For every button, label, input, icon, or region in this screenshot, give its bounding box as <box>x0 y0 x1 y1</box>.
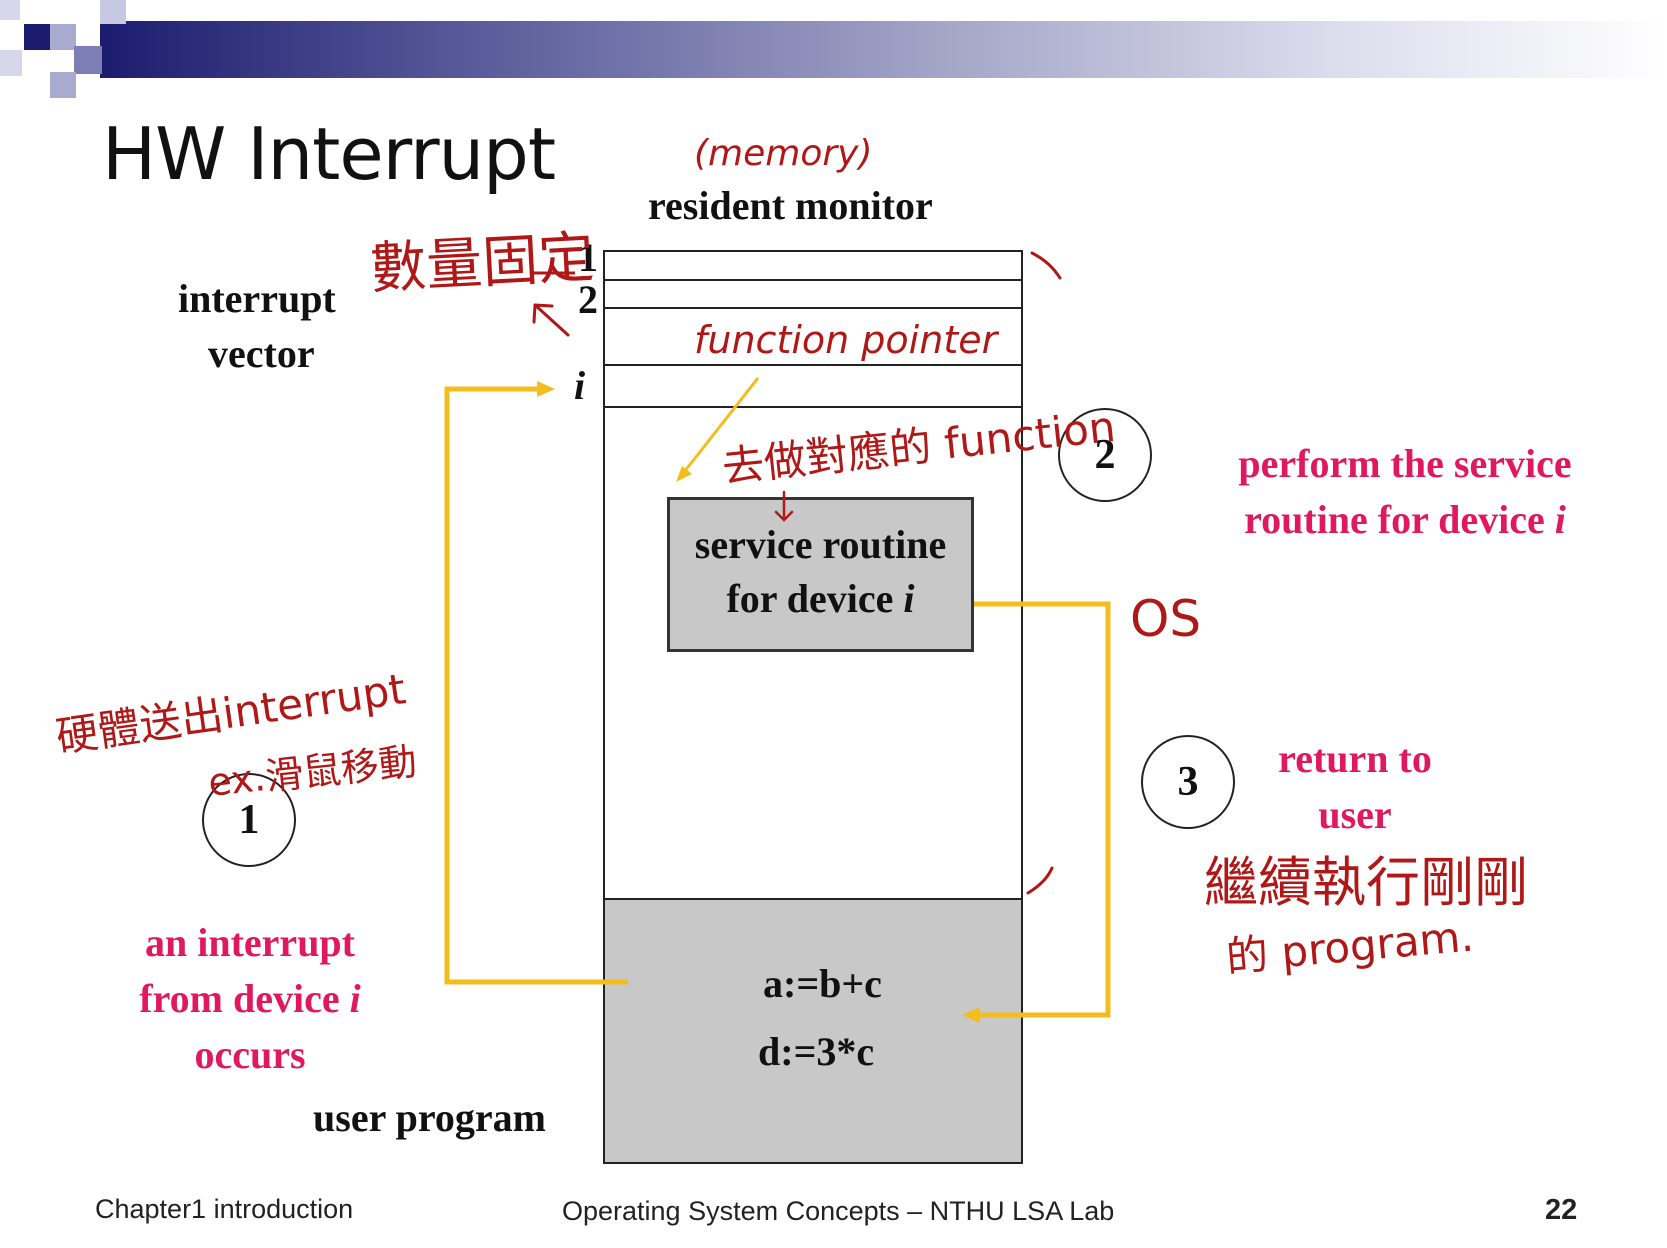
footer-chapter: Chapter1 introduction <box>95 1194 354 1224</box>
step-2-caption-line: perform the service <box>1238 441 1572 486</box>
flow-arrow-interrupt <box>444 386 628 985</box>
vector-divider <box>603 279 1023 281</box>
page-number: 22 <box>1545 1194 1578 1226</box>
resident-monitor-label: resident monitor <box>648 183 933 228</box>
vector-divider <box>603 364 1023 366</box>
banner-square <box>74 46 102 74</box>
step-2-caption-line: routine for device i <box>1244 497 1566 542</box>
step-3-caption-line: return to <box>1278 736 1432 781</box>
hand-arrow-down <box>774 490 794 522</box>
step-circle-2: 2 <box>1058 408 1152 502</box>
step-3-caption: return to user <box>1245 731 1465 843</box>
banner-square <box>24 24 50 50</box>
slide-title: HW Interrupt <box>102 112 556 196</box>
user-program-block <box>603 898 1023 1164</box>
step-circle-1: 1 <box>202 773 296 867</box>
step-1-caption: an interrupt from device i occurs <box>100 915 400 1083</box>
service-routine-line1: service routine <box>694 522 947 567</box>
flow-arrow-return <box>974 601 1111 1018</box>
hand-arrow-up <box>532 303 570 337</box>
service-routine-line2: for device i <box>726 576 915 621</box>
step-3-caption-line: user <box>1318 792 1392 837</box>
pointer-arrowhead <box>676 466 692 482</box>
step-circle-3: 3 <box>1141 735 1235 829</box>
code-line-2: d:=3*c <box>758 1029 875 1074</box>
step-2-caption: perform the service routine for device i <box>1195 436 1615 548</box>
vector-index-i: i <box>574 363 586 408</box>
note-os: OS <box>1130 590 1202 648</box>
footer-course: Operating System Concepts – NTHU LSA Lab <box>562 1196 1115 1226</box>
banner-square <box>0 50 22 76</box>
interrupt-vector-label-line2: vector <box>208 331 315 376</box>
step-1-caption-line: from device i <box>139 976 361 1021</box>
hand-tick <box>1030 251 1062 280</box>
vector-divider <box>603 406 1023 408</box>
interrupt-vector-label-line1: interrupt <box>178 276 336 321</box>
banner-gradient-bar <box>100 21 1667 78</box>
vector-divider <box>603 307 1023 309</box>
header-banner <box>0 0 1667 100</box>
flow-arrowhead <box>537 381 555 397</box>
step-1-caption-line: an interrupt <box>145 920 355 965</box>
service-routine-box: service routine for device i <box>667 497 974 652</box>
note-continue: 繼續執行剛剛 <box>1204 851 1528 914</box>
user-program-label: user program <box>313 1095 546 1140</box>
step-1-caption-line: occurs <box>194 1032 306 1077</box>
hand-tick <box>1026 866 1054 895</box>
vector-index-2: 2 <box>578 277 598 322</box>
vector-index-1: 1 <box>578 235 598 280</box>
flow-arrowhead <box>962 1007 980 1023</box>
banner-square <box>50 24 76 50</box>
note-fixed-count: 數量固定 <box>368 225 596 302</box>
pointer-arrow <box>679 377 760 477</box>
banner-square <box>0 0 20 20</box>
banner-square <box>50 72 76 98</box>
code-line-1: a:=b+c <box>763 961 882 1006</box>
note-function-pointer: function pointer <box>694 318 998 362</box>
banner-square <box>100 0 126 24</box>
note-memory: (memory) <box>694 133 873 174</box>
